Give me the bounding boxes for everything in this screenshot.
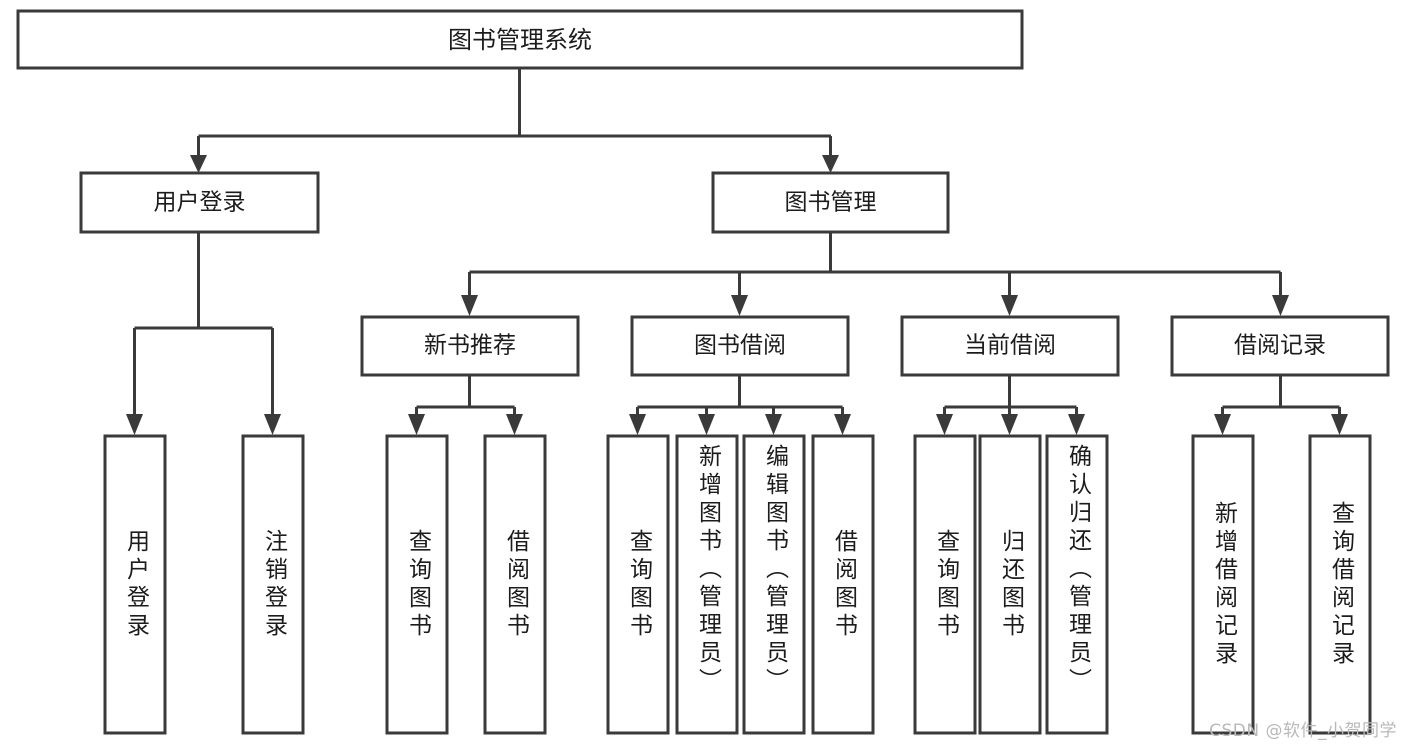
node-book-management-label: 图书管理: [785, 190, 877, 216]
node-root-label: 图书管理系统: [448, 26, 592, 54]
leaf-boxes-book-borrow-group: [606, 434, 875, 735]
leaf-box-return-book[interactable]: [978, 434, 1042, 735]
leaf-boxes-user-login-group: [103, 434, 305, 735]
leaf-box-confirm-return-admin[interactable]: [1045, 434, 1109, 735]
leaf-box-edit-book-admin[interactable]: [742, 434, 806, 735]
leaf-box-add-borrow-record[interactable]: [1191, 434, 1255, 735]
arrowhead-cb-leaf-1: [936, 414, 953, 435]
arrowhead-book-borrow: [731, 295, 748, 316]
node-borrow-record-label: 借阅记录: [1234, 333, 1326, 359]
arrowhead-user-login: [190, 155, 207, 173]
leaf-boxes-new-book-group: [385, 434, 547, 735]
arrowhead-bb-leaf-3: [765, 414, 782, 435]
node-user-login-label: 用户登录: [154, 190, 246, 216]
watermark-text: CSDN @软件_小贺同学: [1209, 721, 1397, 741]
arrowhead-nb-leaf-1: [408, 414, 425, 435]
arrowhead-leaf-user-login: [126, 414, 143, 435]
node-borrow-record[interactable]: 借阅记录: [1170, 315, 1390, 377]
leaf-box-query-book-cb[interactable]: [913, 434, 977, 735]
node-book-borrow-label: 图书借阅: [694, 333, 786, 359]
node-borrow-record-box[interactable]: [1170, 315, 1390, 377]
arrowhead-leaf-logout: [264, 414, 281, 435]
arrowhead-current-borrow: [1001, 295, 1018, 316]
arrowhead-borrow-record: [1272, 295, 1289, 316]
leaf-box-borrow-book-bb[interactable]: [811, 434, 875, 735]
node-current-borrow[interactable]: 当前借阅: [900, 315, 1120, 377]
node-current-borrow-box[interactable]: [900, 315, 1120, 377]
node-current-borrow-label: 当前借阅: [964, 333, 1056, 359]
node-book-borrow-box[interactable]: [630, 315, 850, 377]
leaf-box-borrow-book-nb[interactable]: [483, 434, 547, 735]
node-book-management[interactable]: 图书管理: [711, 171, 950, 234]
arrowhead-new-book: [461, 295, 478, 316]
arrowhead-br-leaf-1: [1214, 414, 1231, 435]
arrowhead-book-mgmt: [822, 155, 839, 173]
node-user-login-box[interactable]: [79, 171, 320, 234]
leaf-box-user-login[interactable]: [103, 434, 167, 735]
arrowhead-nb-leaf-2: [506, 414, 523, 435]
leaf-box-logout[interactable]: [241, 434, 305, 735]
node-book-management-box[interactable]: [711, 171, 950, 234]
node-user-login[interactable]: 用户登录: [79, 171, 320, 234]
arrowhead-br-leaf-2: [1331, 414, 1348, 435]
leaf-boxes-current-borrow-group: [913, 434, 1109, 735]
arrowhead-bb-leaf-4: [834, 414, 851, 435]
node-root-box[interactable]: [16, 9, 1024, 70]
leaf-box-add-book-admin[interactable]: [675, 434, 739, 735]
arrowhead-bb-leaf-1: [629, 414, 646, 435]
node-new-book-recommend-label: 新书推荐: [424, 333, 516, 359]
node-book-borrow[interactable]: 图书借阅: [630, 315, 850, 377]
arrowhead-cb-leaf-3: [1068, 414, 1085, 435]
leaf-box-query-book-nb[interactable]: [385, 434, 449, 735]
arrowhead-cb-leaf-2: [1001, 414, 1018, 435]
leaf-box-query-book-bb[interactable]: [606, 434, 670, 735]
node-root[interactable]: 图书管理系统: [16, 9, 1024, 70]
leaf-boxes-borrow-record-group: [1191, 434, 1372, 735]
connector-layer: [126, 68, 1348, 435]
arrowhead-bb-leaf-2: [698, 414, 715, 435]
node-new-book-recommend-box[interactable]: [360, 315, 580, 377]
node-new-book-recommend[interactable]: 新书推荐: [360, 315, 580, 377]
leaf-box-query-borrow-record[interactable]: [1308, 434, 1372, 735]
